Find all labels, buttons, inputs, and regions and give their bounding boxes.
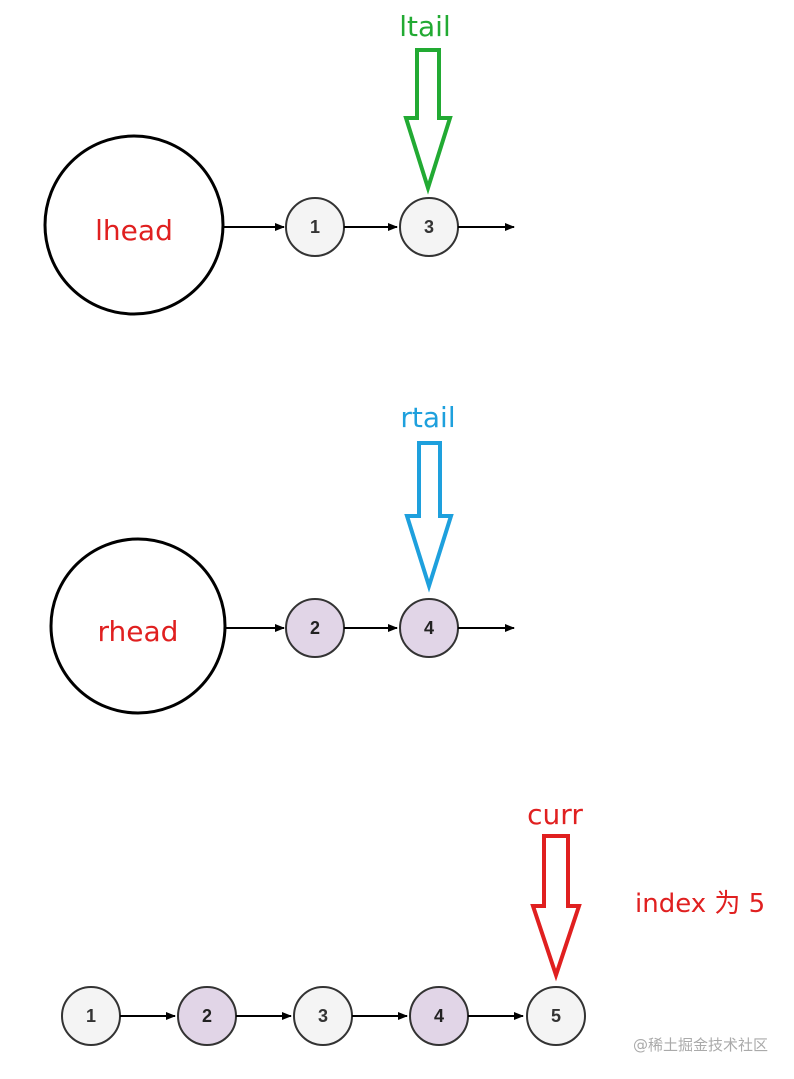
list-node-value: 4 — [424, 618, 434, 638]
curr-label: curr — [527, 798, 583, 831]
list-node-value: 3 — [318, 1006, 328, 1026]
index-note: index 为 5 — [635, 889, 765, 919]
watermark: @稀土掘金技术社区 — [633, 1036, 768, 1054]
list-node-value: 5 — [551, 1006, 561, 1026]
left-list: lhead 1 3 ltail — [43, 10, 515, 316]
right-list: rhead 2 4 rtail — [49, 401, 515, 715]
curr-pointer-arrow — [530, 834, 582, 982]
rhead-label: rhead — [98, 615, 179, 648]
list-node-value: 1 — [310, 217, 320, 237]
lhead-label: lhead — [95, 214, 173, 247]
list-node-value: 4 — [434, 1006, 444, 1026]
list-node — [526, 986, 586, 1046]
rtail-pointer-arrow — [404, 441, 454, 593]
list-node-value: 2 — [202, 1006, 212, 1026]
rhead-circle — [49, 537, 227, 715]
list-node-value: 2 — [310, 618, 320, 638]
full-list: 1 2 3 4 5 curr index 为 5 — [61, 798, 765, 1046]
list-node-value: 3 — [424, 217, 434, 237]
list-node-value: 1 — [86, 1006, 96, 1026]
lhead-circle — [43, 134, 225, 316]
ltail-pointer-arrow — [403, 48, 453, 195]
ltail-label: ltail — [399, 10, 450, 43]
rtail-label: rtail — [400, 401, 455, 434]
